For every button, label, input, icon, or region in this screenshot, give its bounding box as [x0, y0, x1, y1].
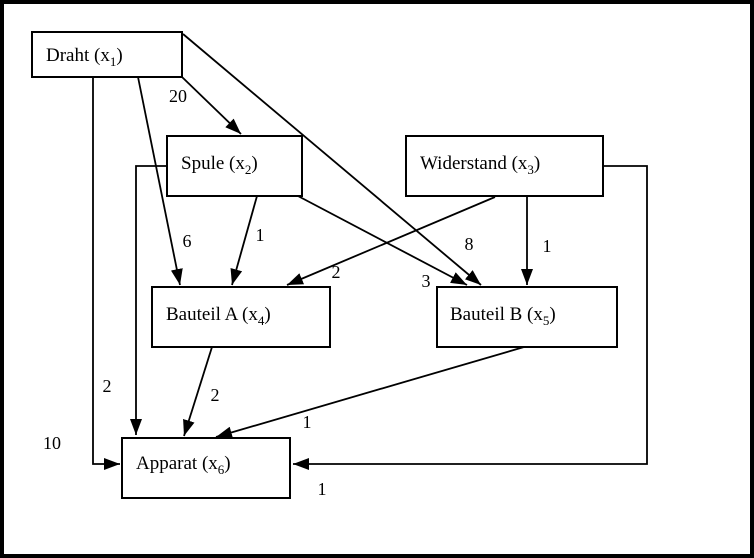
edge-weight-draht-bauteil-b: 8	[465, 234, 474, 254]
edge-weight-draht-apparat: 10	[43, 433, 61, 453]
edge-weight-widerstand-bauteil-a: 2	[332, 262, 341, 282]
node-box-apparat	[121, 437, 291, 499]
node-box-draht	[31, 31, 183, 78]
node-box-widerstand	[405, 135, 604, 197]
edge-weight-spule-bauteil-b: 3	[422, 271, 431, 291]
node-label-spule: Spule (x2)	[181, 153, 258, 177]
node-label-widerstand: Widerstand (x3)	[420, 153, 540, 177]
edge-line-spule-bauteil-b	[297, 195, 468, 286]
edge-widerstand-bauteil-b: 1	[521, 197, 552, 285]
edge-widerstand-apparat: 1	[293, 165, 648, 499]
edge-line-draht-bauteil-b	[182, 33, 482, 286]
edge-line-bauteil-a-apparat	[183, 346, 213, 437]
node-box-spule	[166, 135, 303, 197]
edge-line-draht-bauteil-a	[137, 76, 183, 286]
node-draht: Draht (x1)	[31, 31, 183, 78]
edge-spule-bauteil-b: 3	[297, 195, 468, 291]
edge-bauteil-a-apparat: 2	[183, 346, 220, 437]
edge-draht-bauteil-b: 8	[182, 33, 482, 286]
edge-line-widerstand-apparat	[293, 165, 648, 470]
edge-weight-draht-bauteil-a: 6	[183, 231, 192, 251]
node-bauteil-a: Bauteil A (x4)	[151, 286, 331, 348]
edge-line-widerstand-bauteil-a	[286, 196, 496, 286]
edge-weight-spule-apparat: 2	[103, 376, 112, 396]
node-label-bauteil-b: Bauteil B (x5)	[450, 304, 556, 328]
edge-weight-widerstand-bauteil-b: 1	[543, 236, 552, 256]
node-label-draht: Draht (x1)	[46, 45, 123, 69]
edge-line-draht-apparat	[92, 77, 120, 470]
edge-bauteil-b-apparat: 1	[215, 346, 525, 439]
edge-line-spule-bauteil-a	[230, 195, 258, 286]
edge-weight-bauteil-b-apparat: 1	[303, 412, 312, 432]
edge-spule-apparat: 2	[103, 165, 167, 435]
node-box-bauteil-b	[436, 286, 618, 348]
node-box-bauteil-a	[151, 286, 331, 348]
edge-line-bauteil-b-apparat	[215, 346, 525, 439]
edge-line-draht-spule	[181, 76, 242, 135]
node-label-apparat: Apparat (x6)	[136, 453, 231, 477]
edge-weight-widerstand-apparat: 1	[318, 479, 327, 499]
edge-draht-spule: 20	[169, 76, 242, 135]
edge-widerstand-bauteil-a: 2	[286, 196, 496, 286]
node-spule: Spule (x2)	[166, 135, 303, 197]
edge-weight-bauteil-a-apparat: 2	[211, 385, 220, 405]
node-apparat: Apparat (x6)	[121, 437, 291, 499]
node-widerstand: Widerstand (x3)	[405, 135, 604, 197]
edge-weight-spule-bauteil-a: 1	[256, 225, 265, 245]
edge-draht-bauteil-a: 6	[137, 76, 192, 286]
edge-weight-draht-spule: 20	[169, 86, 187, 106]
node-label-bauteil-a: Bauteil A (x4)	[166, 304, 271, 328]
edge-line-spule-apparat	[130, 165, 167, 435]
node-bauteil-b: Bauteil B (x5)	[436, 286, 618, 348]
edge-draht-apparat: 10	[43, 77, 120, 470]
edge-spule-bauteil-a: 1	[230, 195, 265, 286]
